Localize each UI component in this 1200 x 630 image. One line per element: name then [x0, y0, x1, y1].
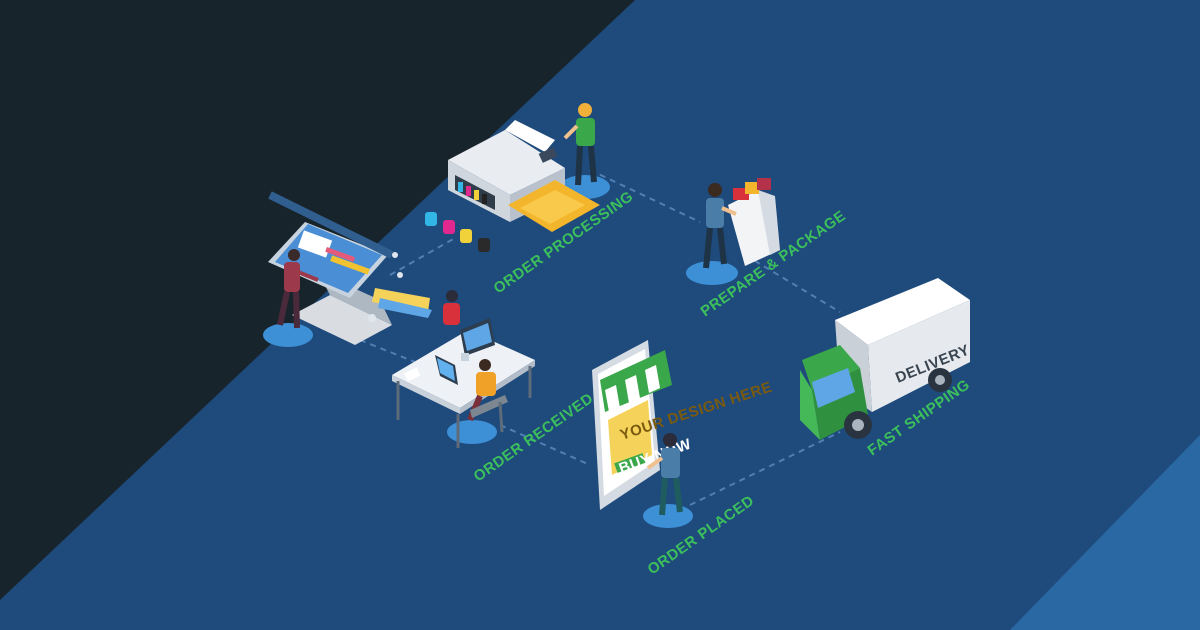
buy-now-button[interactable] [614, 453, 646, 473]
platform-packer [686, 261, 738, 285]
connector-printer-to-bag [589, 169, 701, 223]
ink-cups-icon [425, 212, 490, 252]
designer-person-icon [277, 249, 319, 329]
printer-icon [448, 120, 600, 232]
printer-operator-icon [563, 103, 597, 186]
shopping-bag-icon [728, 178, 780, 266]
connector-desk-to-phone [499, 424, 591, 466]
connector-design-to-printer [389, 237, 456, 276]
connector-phone-to-truck [689, 431, 841, 506]
platform-designer [263, 323, 313, 347]
customer-person-icon [646, 433, 683, 516]
light-corner-shape [1010, 435, 1200, 630]
packer-person-icon [703, 183, 737, 269]
office-workers-icon [443, 290, 508, 433]
platform-customer [643, 504, 693, 528]
delivery-truck-icon: DELIVERY [800, 278, 972, 440]
connector-bag-to-truck [744, 254, 841, 313]
platform-desk-worker [447, 420, 497, 444]
design-table-icon [268, 191, 432, 345]
